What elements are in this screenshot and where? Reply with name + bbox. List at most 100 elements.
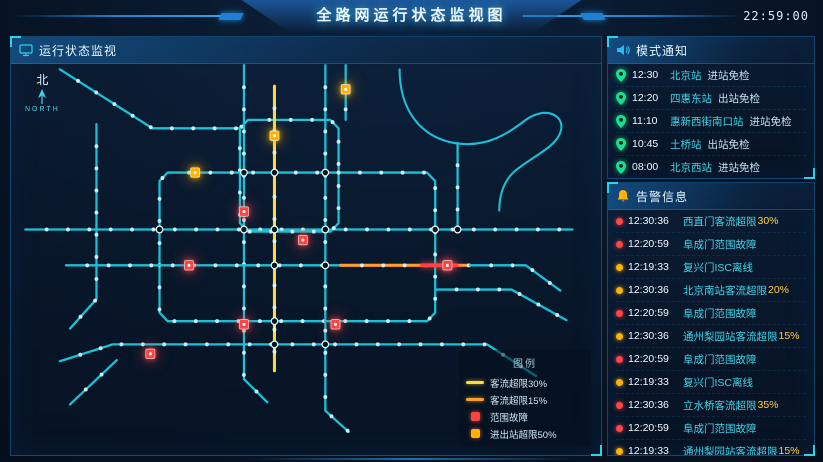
interchange-station	[240, 225, 248, 234]
alarm-row[interactable]: 12:20:59 阜成门范围故障	[616, 417, 806, 440]
station-dot	[157, 307, 162, 312]
station-dot	[106, 263, 111, 268]
station-dot	[455, 207, 460, 212]
alarm-row[interactable]: 12:19:33 复兴门ISC离线	[616, 256, 806, 279]
fault-alarm-marker[interactable]	[330, 319, 341, 330]
station-dot	[354, 342, 359, 347]
metro-line	[468, 264, 562, 292]
notice-time: 12:20	[632, 92, 659, 104]
station-dot	[229, 170, 234, 175]
legend-label: 范围故障	[490, 412, 529, 424]
alarm-time: 12:20:59	[628, 422, 669, 434]
station-dot	[169, 126, 174, 131]
fault-alarm-marker[interactable]	[184, 260, 195, 271]
station-dot	[172, 319, 177, 324]
station-dot	[461, 342, 466, 347]
station-dot	[256, 263, 261, 268]
alarm-message: 通州梨园站客流超限	[683, 445, 778, 456]
notice-row[interactable]: 08:00 北京西站 进站免检	[616, 156, 806, 178]
fault-alarm-marker[interactable]	[442, 260, 453, 271]
fault-alarm-marker[interactable]	[238, 319, 249, 330]
location-pin-icon	[616, 137, 626, 151]
station-dot	[311, 342, 316, 347]
header-accent-right	[579, 13, 606, 20]
station-dot	[345, 428, 350, 433]
station-dot	[517, 292, 522, 297]
alarm-row[interactable]: 12:30:36 通州梨园站客流超限 15%	[616, 325, 806, 348]
alarm-row[interactable]: 12:30:36 西直门客流超限 30%	[616, 210, 806, 233]
legend-swatch	[471, 412, 480, 421]
notice-action: 进站免检	[718, 161, 760, 174]
alarm-row[interactable]: 12:20:59 阜成门范围故障	[616, 348, 806, 371]
station-dot	[433, 208, 438, 213]
station-dot	[251, 170, 256, 175]
alarm-row[interactable]: 12:19:33 通州梨园站客流超限 15%	[616, 440, 806, 455]
alarm-list: 12:30:36 西直门客流超限 30% 12:20:59 阜成门范围故障 12…	[608, 209, 814, 455]
notice-row[interactable]: 11:10 惠新西街南口站 进站免检	[616, 110, 806, 133]
notice-action: 出站免检	[707, 138, 750, 151]
overload-alarm-marker[interactable]	[340, 84, 351, 95]
alarm-row[interactable]: 12:30:36 北京南站客流超限 20%	[616, 279, 806, 302]
notice-row[interactable]: 12:30 北京站 进站免检	[616, 64, 806, 87]
station-dot	[530, 268, 535, 273]
station-dot	[99, 372, 104, 377]
station-dot	[323, 395, 328, 400]
alarm-level-dot	[616, 378, 623, 386]
fault-alarm-marker[interactable]	[297, 234, 308, 246]
station-dot	[148, 125, 153, 130]
notice-station: 土桥站	[670, 138, 702, 151]
station-dot	[94, 90, 99, 95]
station-dot	[272, 239, 277, 244]
alarm-panel-title: 告警信息	[636, 189, 689, 204]
station-dot	[272, 349, 277, 354]
notice-row[interactable]: 12:20 四惠东站 出站免检	[616, 87, 806, 110]
interchange-station	[321, 225, 330, 234]
alarm-time: 12:30:36	[628, 399, 669, 411]
notice-time: 12:30	[632, 69, 659, 81]
station-dot	[343, 227, 348, 232]
alarm-level-dot	[616, 217, 623, 225]
notice-panel: 模式通知 12:30 北京站 进站免检	[607, 36, 815, 179]
station-dot	[471, 227, 476, 232]
alarm-level-dot	[616, 309, 623, 317]
station-dot	[93, 298, 97, 303]
station-dot	[555, 312, 560, 317]
overload-alarm-marker[interactable]	[269, 130, 280, 141]
station-dot	[193, 319, 198, 324]
notice-row[interactable]: 10:45 土桥站 出站免检	[616, 133, 806, 156]
notice-station: 四惠东站	[670, 92, 712, 105]
fault-alarm-marker[interactable]	[145, 348, 156, 360]
station-dot	[293, 170, 298, 175]
station-dot	[94, 210, 99, 215]
alarm-row[interactable]: 12:30:36 立水桥客流超限 35%	[616, 394, 806, 417]
notice-time: 10:45	[632, 138, 659, 150]
station-dot	[272, 150, 277, 155]
alarm-level-dot	[616, 447, 623, 455]
station-dot	[433, 186, 438, 191]
metro-map[interactable]: 北 NORTH 图例 客流超限30%	[11, 63, 601, 455]
alarm-value: 35%	[757, 399, 779, 411]
alarm-row[interactable]: 12:19:33 复兴门ISC离线	[616, 371, 806, 394]
station-dot	[140, 342, 145, 347]
station-dot	[157, 241, 162, 246]
station-dot	[402, 263, 407, 268]
station-dot	[272, 283, 277, 288]
alarm-row[interactable]: 12:20:59 阜成门范围故障	[616, 233, 806, 256]
alarm-row[interactable]: 12:20:59 阜成门范围故障	[616, 302, 806, 325]
station-dot	[360, 263, 364, 268]
station-dot	[279, 319, 284, 324]
overload-alarm-marker[interactable]	[190, 167, 201, 178]
alarm-value: 15%	[778, 330, 800, 342]
station-dot	[535, 227, 540, 232]
alarm-value: 20%	[768, 284, 790, 296]
notice-station: 北京西站	[670, 161, 712, 174]
location-pin-icon	[616, 91, 626, 105]
alarm-time: 12:20:59	[628, 307, 669, 319]
alarm-panel: 告警信息 12:30:36 西直门客流超限 30% 12:20:59 阜成门范围…	[607, 182, 815, 456]
station-dot	[475, 287, 480, 292]
station-dot	[300, 319, 305, 324]
station-dot	[149, 263, 154, 268]
station-dot	[329, 414, 334, 419]
station-dot	[397, 342, 402, 347]
fault-alarm-marker[interactable]	[238, 206, 249, 217]
